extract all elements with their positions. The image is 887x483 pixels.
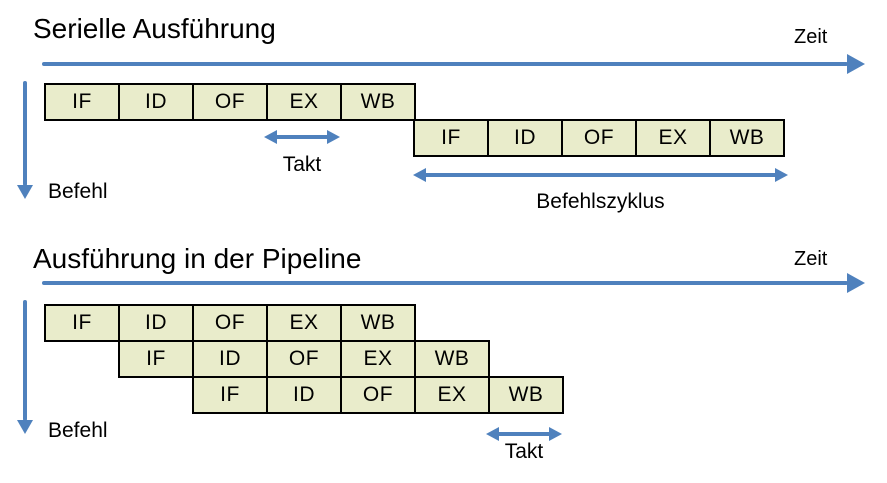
serial-befehl-label: Befehl (48, 180, 108, 203)
stage-cell: WB (488, 376, 564, 414)
stage-cell: ID (118, 304, 194, 342)
arrowhead-right-icon (775, 168, 788, 182)
serial-instruction1-row: IF ID OF EX WB (44, 83, 416, 121)
arrowhead-left-icon (413, 168, 426, 182)
serial-takt-range-arrow (264, 130, 340, 144)
pipeline-time-axis-line (42, 281, 848, 285)
serial-takt-label: Takt (282, 153, 322, 176)
range-line (273, 135, 331, 139)
stage-cell: WB (340, 304, 416, 342)
arrowhead-down-icon (17, 420, 33, 434)
range-line (495, 432, 553, 436)
stage-cell: OF (192, 83, 268, 121)
stage-cell: OF (561, 119, 637, 157)
stage-cell: EX (635, 119, 711, 157)
stage-cell: ID (118, 83, 194, 121)
arrowhead-right-icon (847, 273, 865, 293)
stage-cell: IF (192, 376, 268, 414)
pipeline-takt-label: Takt (504, 440, 544, 463)
pipeline-instruction1-row: IF ID OF EX WB (44, 304, 416, 342)
stage-cell: WB (709, 119, 785, 157)
stage-cell: WB (340, 83, 416, 121)
stage-cell: EX (340, 340, 416, 378)
stage-cell: IF (44, 304, 120, 342)
arrowhead-right-icon (549, 427, 562, 441)
stage-cell: EX (266, 83, 342, 121)
arrowhead-left-icon (486, 427, 499, 441)
pipeline-instruction3-row: IF ID OF EX WB (192, 376, 564, 414)
stage-cell: IF (413, 119, 489, 157)
serial-instruction2-row: IF ID OF EX WB (413, 119, 785, 157)
serial-zeit-label: Zeit (794, 26, 828, 48)
stage-cell: OF (340, 376, 416, 414)
serial-time-axis-line (42, 62, 848, 66)
arrowhead-right-icon (327, 130, 340, 144)
serial-befehl-axis-line (23, 81, 27, 186)
arrowhead-left-icon (264, 130, 277, 144)
stage-cell: WB (414, 340, 490, 378)
stage-cell: EX (414, 376, 490, 414)
arrowhead-right-icon (847, 54, 865, 74)
stage-cell: ID (487, 119, 563, 157)
serial-section-title: Serielle Ausführung (33, 13, 276, 44)
pipeline-takt-range-arrow (486, 427, 562, 441)
befehlszyklus-label: Befehlszyklus (536, 190, 665, 213)
range-line (422, 173, 779, 177)
stage-cell: IF (44, 83, 120, 121)
stage-cell: ID (192, 340, 268, 378)
pipeline-befehl-axis-line (23, 300, 27, 421)
stage-cell: OF (266, 340, 342, 378)
pipeline-befehl-label: Befehl (48, 419, 108, 442)
stage-cell: OF (192, 304, 268, 342)
stage-cell: ID (266, 376, 342, 414)
pipeline-zeit-label: Zeit (794, 248, 828, 270)
arrowhead-down-icon (17, 185, 33, 199)
stage-cell: IF (118, 340, 194, 378)
pipeline-instruction2-row: IF ID OF EX WB (118, 340, 490, 378)
befehlszyklus-range-arrow (413, 168, 788, 182)
stage-cell: EX (266, 304, 342, 342)
pipeline-section-title: Ausführung in der Pipeline (33, 243, 362, 274)
